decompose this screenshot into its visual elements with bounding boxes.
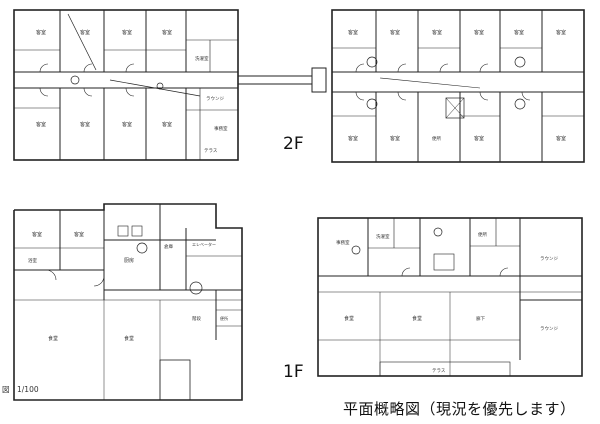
room-label-1f-dining-a: 食堂 [48,335,58,342]
room-label-2f-lounge: ラウンジ [206,95,224,102]
room-label-1f-stairs: 階段 [192,315,201,322]
room-label-1f-dining-c: 食堂 [344,315,354,322]
room-label-2f-a2: 客室 [80,29,90,36]
room-label-2f-toilet: 便所 [432,135,441,142]
room-label-2f-a3: 客室 [122,29,132,36]
room-label-2f-laundry: 洗濯室 [195,55,209,62]
room-label-2f-a6: 客室 [80,121,90,128]
plan-1f-left: 客室 客室 浴室 厨房 倉庫 エレベーター 便所 食堂 食堂 階段 [13,203,243,401]
room-label-1f-lounge-b: ラウンジ [540,325,558,332]
room-label-1f-storage: 倉庫 [164,243,173,250]
room-label-1f-toilet-b: 便所 [478,231,487,238]
room-label-2f-b9: 客室 [474,135,484,142]
plan-2f-right: 客室 客室 客室 客室 客室 客室 客室 客室 客室 客室 便所 [331,9,585,163]
room-label-2f-a5: 客室 [36,121,46,128]
floor-label-1f: 1F [283,362,304,382]
room-label-2f-b3: 客室 [432,29,442,36]
plan-2f-bridge [238,67,327,93]
room-label-1f-corridor: 廊下 [476,315,485,322]
room-label-2f-a1: 客室 [36,29,46,36]
room-label-1f-toilet: 便所 [220,315,228,321]
room-label-2f-b10: 客室 [556,135,566,142]
room-label-2f-b5: 客室 [514,29,524,36]
room-label-2f-a8: 客室 [162,121,172,128]
room-label-1f-lounge: ラウンジ [540,255,558,262]
room-label-2f-b4: 客室 [474,29,484,36]
room-label-2f-b8: 客室 [390,135,400,142]
room-label-1f-a1: 客室 [32,231,42,238]
room-label-1f-a2: 客室 [74,231,84,238]
room-label-1f-dining-d: 食堂 [412,315,422,322]
room-label-2f-b2: 客室 [390,29,400,36]
room-label-2f-terrace: テラス [204,148,218,154]
room-label-1f-elevator: エレベーター [192,241,216,247]
floor-label-2f: 2F [283,134,304,154]
room-label-2f-a7: 客室 [122,121,132,128]
room-label-1f-laundry: 洗濯室 [376,233,390,240]
room-label-1f-office: 事務室 [336,239,350,246]
room-label-1f-terrace: テラス [432,368,446,374]
room-label-2f-b7: 客室 [348,135,358,142]
room-label-1f-dining-b: 食堂 [124,335,134,342]
room-label-2f-b6: 客室 [556,29,566,36]
room-label-1f-kitchen: 厨房 [124,257,134,264]
plan-2f-left: 客室 客室 客室 客室 客室 客室 客室 客室 ラウンジ 事務室 洗濯室 テラス [13,9,239,161]
room-label-2f-a4: 客室 [162,29,172,36]
room-label-1f-bath: 浴室 [28,257,37,264]
room-label-2f-office: 事務室 [214,125,228,132]
plan-caption: 平面概略図（現況を優先します） [343,400,576,418]
scale-note: 図 1/100 [2,385,39,394]
room-label-2f-b1: 客室 [348,29,358,36]
plan-1f-right: 事務室 洗濯室 便所 ラウンジ ラウンジ 食堂 食堂 廊下 テラス [317,217,583,377]
